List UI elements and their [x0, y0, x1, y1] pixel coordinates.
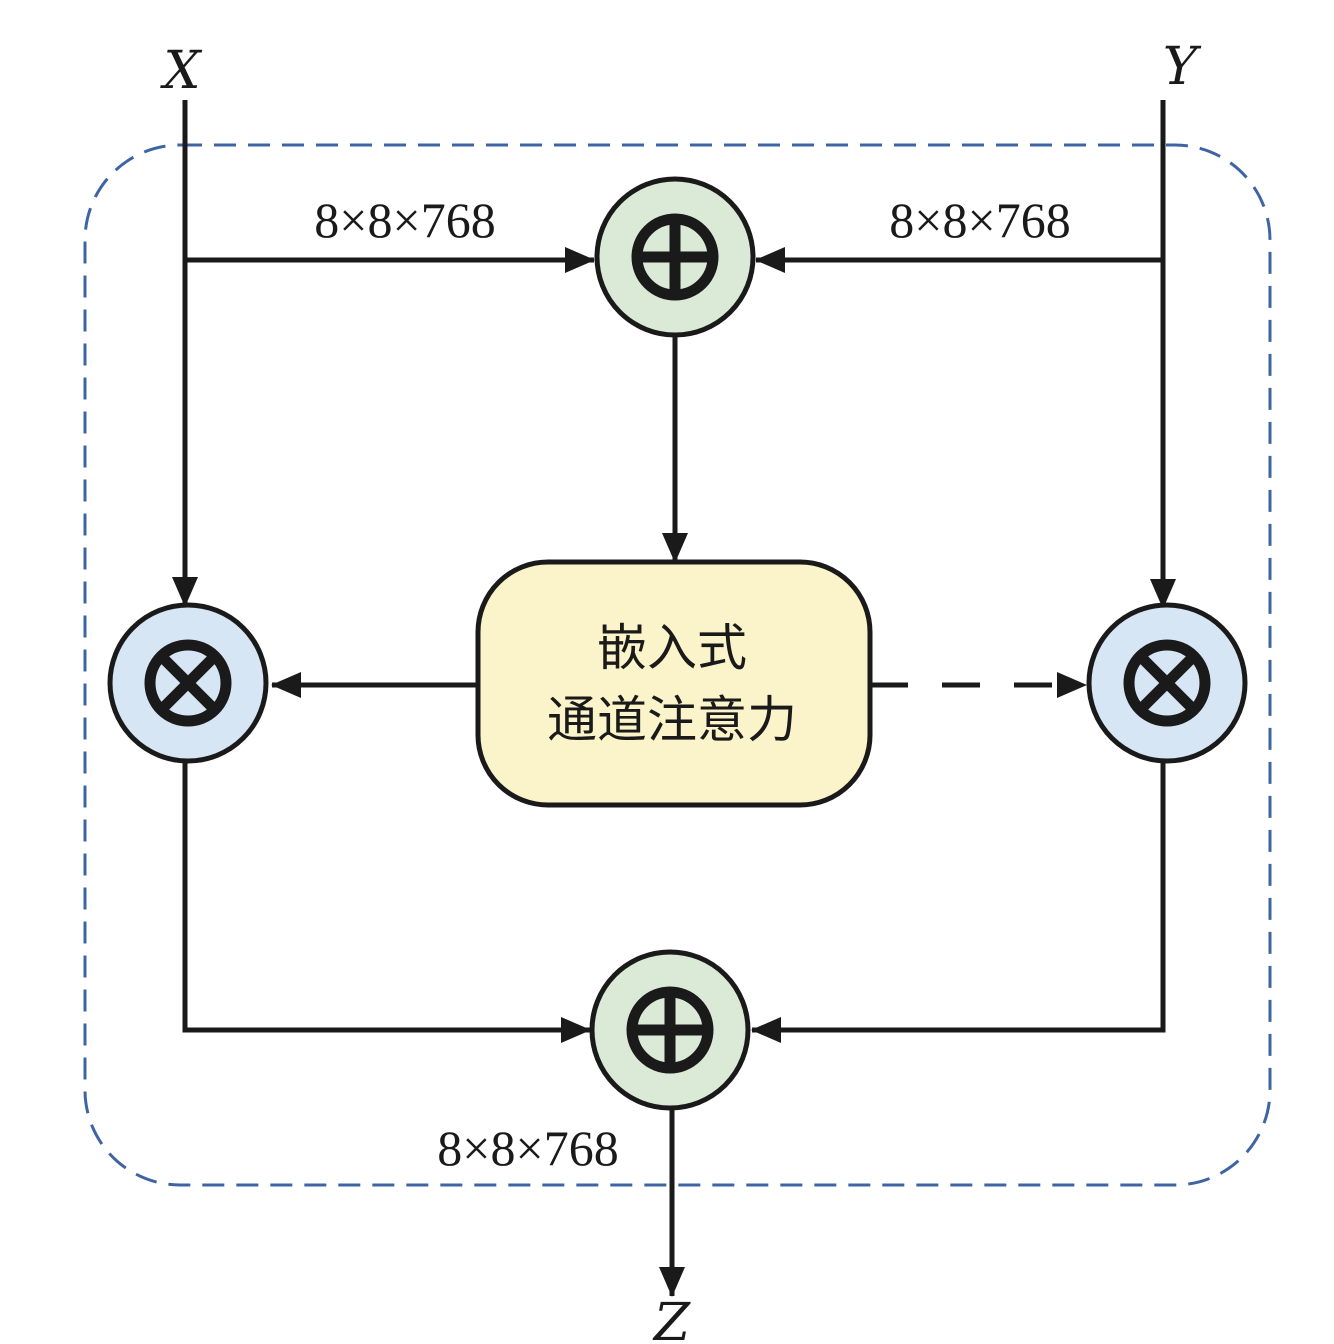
left-mul-to-add-line [182, 757, 591, 1043]
plus-circle-icon [631, 213, 719, 301]
attention-block: 嵌入式 通道注意力 [475, 559, 873, 808]
times-circle-icon [1123, 639, 1211, 727]
left-input-dim-label: 8×8×768 [314, 192, 495, 248]
times-circle-icon [144, 639, 232, 727]
module-frame [83, 143, 1272, 1187]
attention-label-line1: 嵌入式 [597, 619, 747, 677]
input-y-label: Y [1163, 37, 1202, 97]
right-mul-to-add-line [751, 757, 1166, 1043]
attention-label-line2: 通道注意力 [547, 691, 797, 749]
left-multiply-node [107, 602, 269, 764]
right-input-dim-label: 8×8×768 [889, 192, 1070, 248]
top-add-node [594, 176, 756, 338]
bottom-add-node [589, 949, 751, 1111]
input-x-label: X [159, 41, 202, 101]
plus-circle-icon [626, 986, 714, 1074]
output-dim-label: 8×8×768 [437, 1120, 618, 1176]
output-z-label: Z [652, 1293, 691, 1344]
right-multiply-node [1086, 602, 1248, 764]
